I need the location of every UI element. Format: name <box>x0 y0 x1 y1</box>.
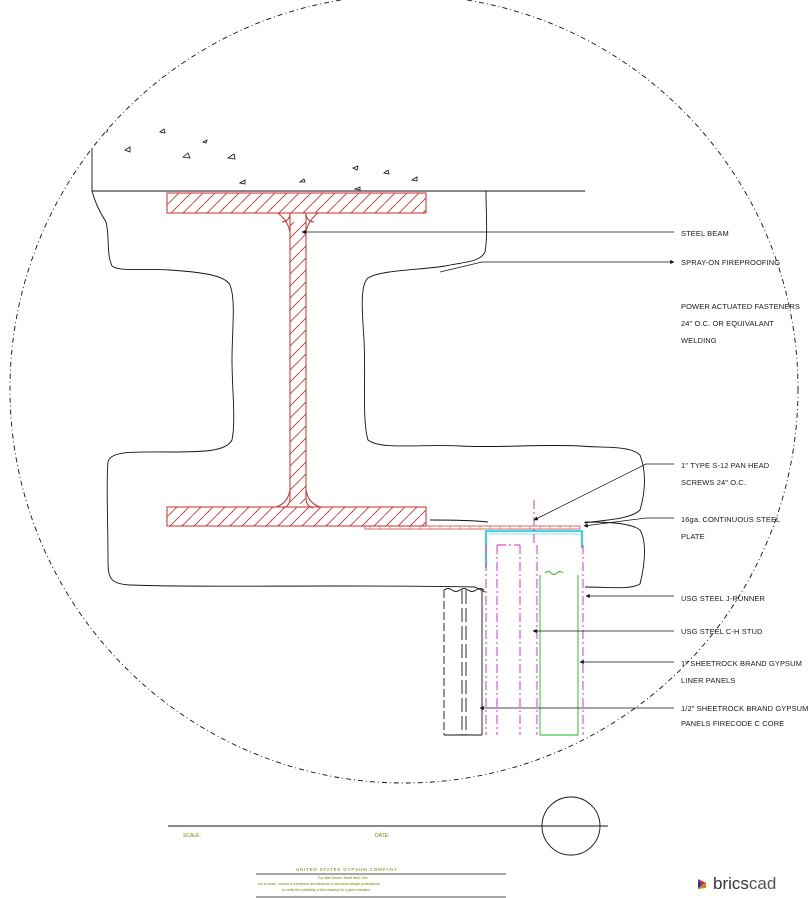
date-label: DATE: <box>375 833 390 839</box>
label-steel-beam: STEEL BEAM <box>681 229 729 238</box>
liner-panel <box>539 571 579 736</box>
title-note-1: For Wall Series: Shaft Wall, See <box>318 876 368 880</box>
steel-plate-ticks <box>369 526 571 529</box>
label-fasteners-line-3: WELDING <box>681 336 717 345</box>
label-fasteners-line-2: 24" O.C. OR EQUIVALANT <box>681 319 775 328</box>
concrete-aggregate <box>102 127 418 191</box>
label-plate-line-1: 16ga. CONTINUOUS STEEL <box>681 515 781 524</box>
label-j-runner: USG STEEL J-RUNNER <box>681 594 766 603</box>
detail-boundary-circle <box>9 0 799 784</box>
title-block-circle <box>541 796 601 856</box>
label-screws-line-2: SCREWS 24" O.C. <box>681 478 747 487</box>
gypsum-panels <box>443 588 485 736</box>
beam-web-bottom-left <box>275 489 291 508</box>
beam-bottom-flange <box>166 506 427 527</box>
beam-web-bottom-right <box>305 489 321 508</box>
spray-fireproofing-outline <box>91 190 645 593</box>
beam-web-top-left <box>277 212 291 233</box>
label-liner-line-2: LINER PANELS <box>681 676 736 685</box>
bricscad-logo-icon <box>698 879 706 889</box>
label-ch-stud: USG STEEL C-H STUD <box>681 627 763 636</box>
title-note-3: to verify the suitability of this drawin… <box>282 888 371 892</box>
scale-label: SCALE: <box>183 833 201 839</box>
label-panels-line-2: PANELS FIRECODE C CORE <box>681 719 785 728</box>
title-note-2: not to scale, consult a competent archit… <box>258 882 380 886</box>
label-screws-line-1: 1" TYPE S-12 PAN HEAD <box>681 461 770 470</box>
ch-stud <box>485 544 584 735</box>
bricscad-logo-text: bricscad <box>713 874 776 894</box>
steel-plate <box>364 525 581 530</box>
company-name: UNITED STATES GYPSUM COMPANY <box>296 867 398 872</box>
label-liner-line-1: 1" SHEETROCK BRAND GYPSUM <box>681 659 803 668</box>
bricscad-logo: bricscad <box>696 874 800 896</box>
logo-text-main: brics <box>713 874 749 893</box>
beam-top-flange <box>166 192 427 214</box>
leader-lines <box>301 229 675 711</box>
label-spray-fireproofing: SPRAY-ON FIREPROOFING <box>681 258 781 267</box>
label-plate-line-2: PLATE <box>681 532 705 541</box>
label-panels-line-1: 1/2" SHEETROCK BRAND GYPSUM <box>681 704 808 713</box>
beam-web-top-right <box>305 212 319 233</box>
logo-text-suffix: cad <box>748 874 777 893</box>
beam-web <box>281 212 315 509</box>
beam-web-fill <box>290 222 306 504</box>
label-fasteners-line-1: POWER ACTUATED FASTENERS <box>681 302 800 311</box>
